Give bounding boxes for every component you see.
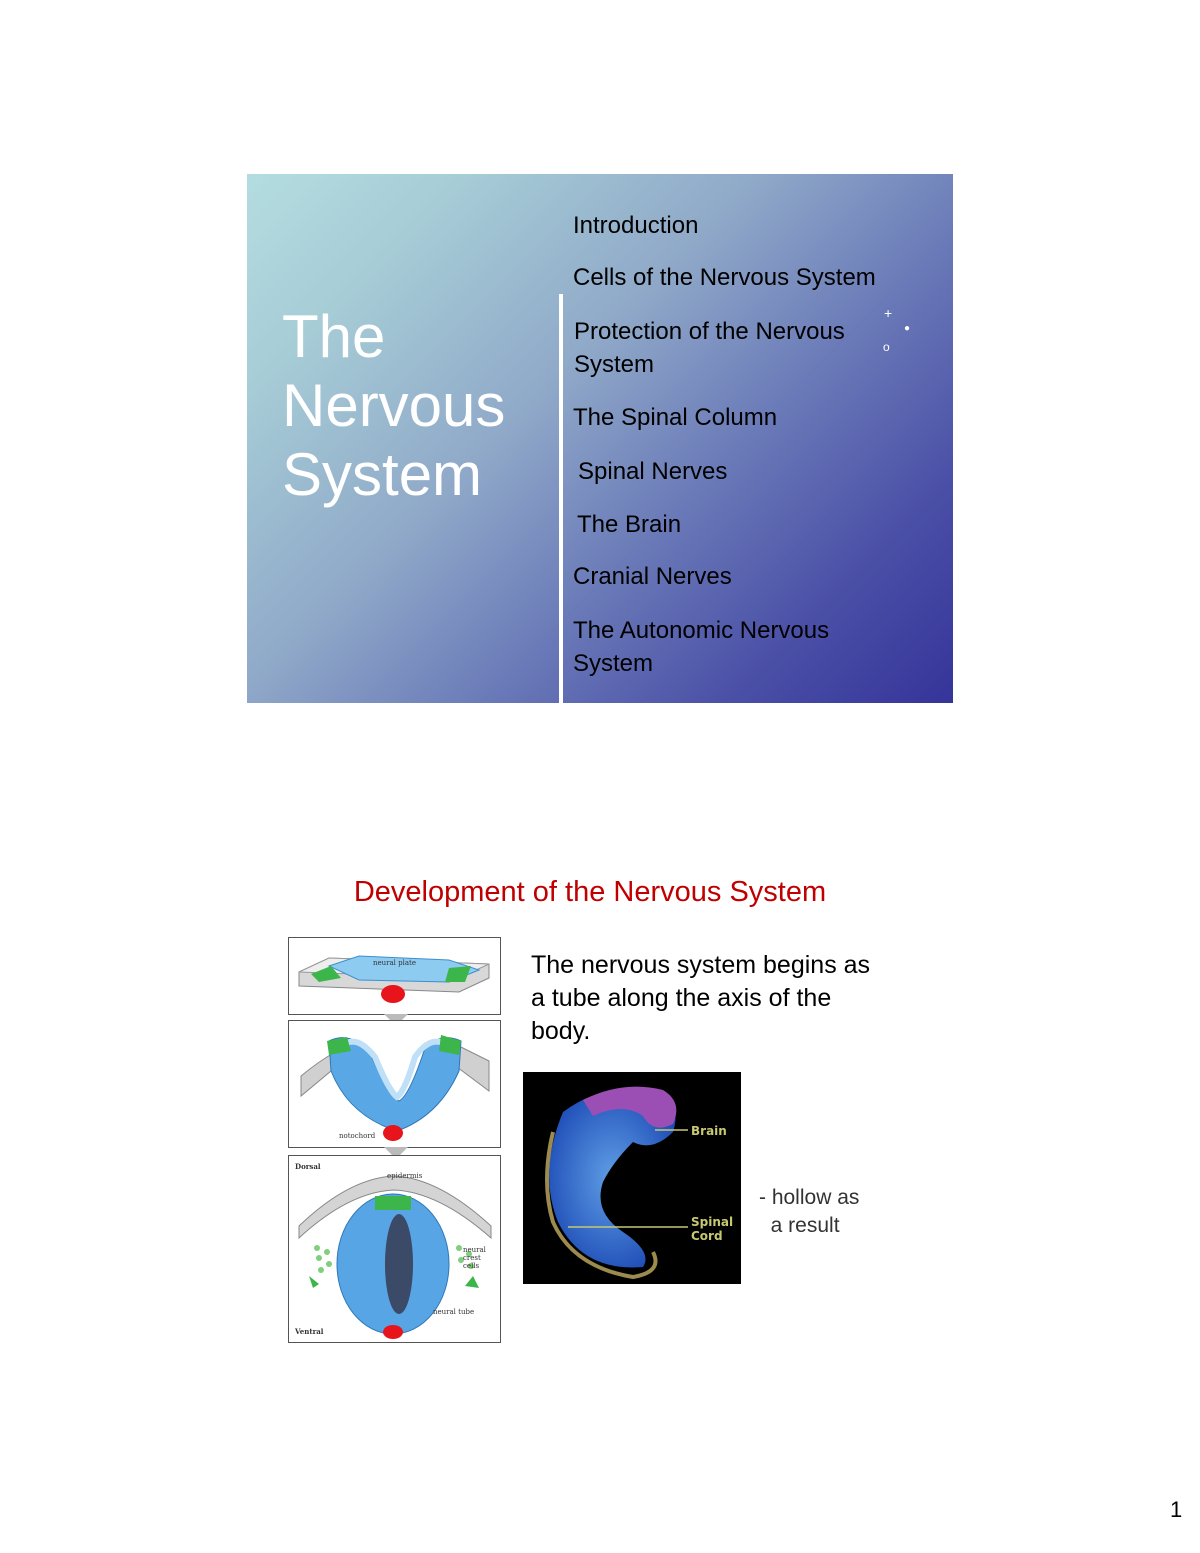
toc-item: The Brain [577, 511, 682, 538]
label-brain: Brain [691, 1124, 727, 1138]
slide-title: The Nervous System [282, 303, 506, 508]
diagram-panel-neural-plate: neural plate [288, 937, 501, 1015]
toc-item: The Autonomic Nervous System [573, 617, 830, 677]
label-epidermis: epidermis [387, 1172, 423, 1180]
body-text: The nervous system begins as a tube alon… [531, 951, 871, 1045]
label-neural-plate: neural plate [373, 959, 416, 967]
toc-item: Protection of the Nervous System [574, 318, 845, 378]
page-number: 1 [1170, 1497, 1183, 1522]
label-notochord: notochord [339, 1132, 376, 1140]
label-ventral: Ventral [294, 1327, 324, 1336]
slide-title-contents: The Nervous System Introduction Cells of… [247, 174, 953, 703]
sparkle-icon: + [884, 305, 893, 321]
label-neural-tube: neural tube [433, 1308, 474, 1316]
vertical-divider [559, 294, 563, 703]
toc-item: Introduction [573, 212, 699, 239]
neural-tube-diagram: neural plate notochord Dorsal epidermis [288, 937, 501, 1343]
table-of-contents: Introduction Cells of the Nervous System… [247, 174, 953, 703]
toc-item: Cells of the Nervous System [573, 264, 876, 291]
toc-item: Cranial Nerves [573, 563, 732, 590]
toc-item: Spinal Nerves [578, 458, 728, 485]
label-dorsal: Dorsal [295, 1162, 321, 1171]
diagram-panel-neural-groove: notochord [288, 1020, 501, 1148]
sparkle-icon: o [883, 340, 890, 354]
toc-item: The Spinal Column [573, 404, 778, 431]
sparkle-icon: ● [904, 323, 911, 334]
slide-heading: Development of the Nervous System [353, 876, 827, 908]
note-text: - hollow as a result [759, 1186, 860, 1237]
